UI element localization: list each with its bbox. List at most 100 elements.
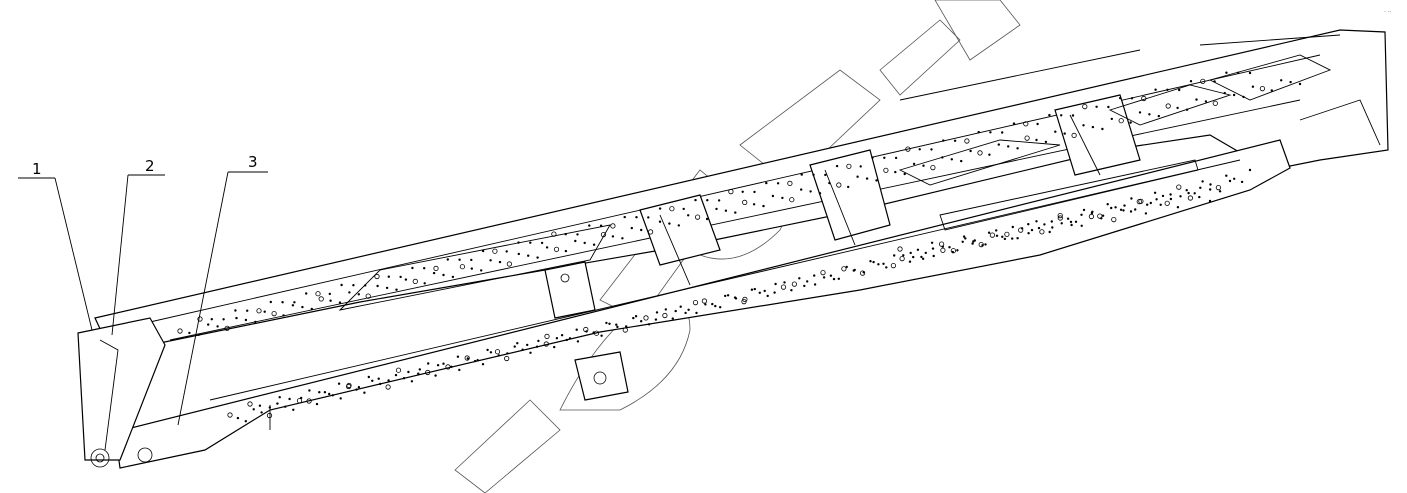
perforation-hole [234, 309, 237, 312]
perforation-hole [516, 342, 519, 345]
perforation-hole [894, 156, 898, 160]
perforation-hole [480, 269, 483, 272]
perforation-hole [953, 139, 957, 142]
perforation-hole [256, 308, 262, 314]
rail-perforations [177, 71, 1302, 423]
perforation-hole [1157, 114, 1161, 118]
perforation-hole [883, 156, 886, 159]
perforation-hole [1228, 179, 1232, 183]
perforation-hole [647, 229, 654, 235]
perforation-hole [385, 286, 389, 290]
perforation-hole [1204, 100, 1208, 103]
perforation-hole [442, 362, 445, 365]
perforation-hole [918, 148, 921, 151]
perforation-hole [1209, 188, 1212, 191]
perforation-hole [1003, 237, 1007, 241]
perforation-hole [575, 328, 578, 331]
perforation-hole [306, 398, 312, 404]
perforation-hole [1060, 114, 1063, 117]
perforation-hole [920, 255, 923, 259]
perforation-hole [715, 207, 718, 211]
perforation-hole [742, 199, 748, 205]
perforation-hole [932, 254, 935, 258]
perforation-hole [1118, 118, 1124, 124]
perforation-hole [281, 301, 284, 304]
perforation-hole [450, 365, 453, 368]
perforation-hole [1088, 213, 1095, 220]
perforation-hole [600, 334, 603, 337]
perforation-hole [610, 223, 616, 229]
perforation-hole [664, 308, 667, 311]
perforation-hole [705, 217, 709, 221]
perforation-hole [763, 289, 766, 293]
perforation-hole [668, 222, 671, 225]
perforation-hole [1050, 220, 1054, 223]
perforation-hole [346, 382, 352, 389]
perforation-hole [1071, 114, 1075, 117]
perforation-hole [750, 288, 754, 291]
perforation-hole [1144, 212, 1148, 215]
perforation-hole [684, 311, 687, 315]
perforation-hole [1161, 194, 1165, 198]
perforation-hole [473, 359, 477, 363]
perforation-hole [695, 311, 698, 315]
perforation-hole [977, 150, 983, 156]
perforation-hole [1020, 227, 1024, 230]
perforation-hole [310, 307, 313, 311]
perforation-hole [989, 232, 996, 238]
perforation-hole [1110, 206, 1113, 210]
perforation-hole [564, 249, 568, 253]
perforation-hole [276, 402, 279, 405]
perforation-hole [883, 167, 889, 173]
perforation-hole [553, 345, 556, 349]
perforation-hole [640, 320, 643, 323]
perforation-hole [912, 255, 915, 259]
callout-1: 1 [18, 160, 93, 331]
perforation-hole [340, 283, 343, 287]
perforation-hole [674, 309, 677, 313]
perforation-hole [301, 305, 304, 309]
perforation-hole [679, 305, 682, 308]
perforation-hole [1193, 192, 1196, 195]
perforation-hole [1164, 200, 1170, 206]
perforation-hole [719, 306, 722, 309]
perforation-hole [728, 189, 734, 195]
perforation-hole [266, 412, 273, 419]
perforation-hole [726, 294, 730, 297]
perforation-hole [1129, 210, 1133, 213]
perforation-hole [1141, 95, 1147, 102]
callout-3-number: 3 [248, 153, 258, 171]
perforation-hole [662, 312, 668, 319]
perforation-hole [464, 355, 470, 361]
perforation-hole [615, 323, 618, 326]
perforation-hole [687, 308, 690, 311]
perforation-hole [687, 214, 690, 217]
cross-member-1 [639, 194, 721, 286]
perforation-hole [1225, 71, 1228, 74]
perforation-hole [1270, 89, 1274, 92]
perforation-hole [677, 224, 680, 227]
perforation-hole [1259, 86, 1266, 92]
perforation-hole [376, 284, 379, 288]
perforation-hole [930, 165, 936, 171]
gusset-plates [338, 54, 1332, 311]
perforation-hole [950, 248, 957, 254]
perforation-hole [655, 311, 659, 314]
perforation-hole [1148, 113, 1151, 116]
callout-1-number: 1 [32, 160, 42, 178]
perforation-hole [399, 275, 402, 279]
perforation-hole [1043, 223, 1046, 226]
perforation-hole [385, 384, 391, 390]
perforation-hole [635, 216, 638, 219]
perforation-hole [871, 156, 874, 159]
perforation-hole [1187, 195, 1194, 201]
perforation-hole [622, 327, 628, 333]
perforation-hole [292, 408, 295, 411]
perforation-hole [625, 325, 628, 328]
perforation-hole [704, 303, 707, 306]
perforation-hole [459, 264, 465, 270]
perforation-hole [258, 404, 262, 407]
perforation-hole [315, 291, 321, 297]
perforation-hole [529, 241, 532, 244]
perforation-hole [1069, 220, 1073, 224]
